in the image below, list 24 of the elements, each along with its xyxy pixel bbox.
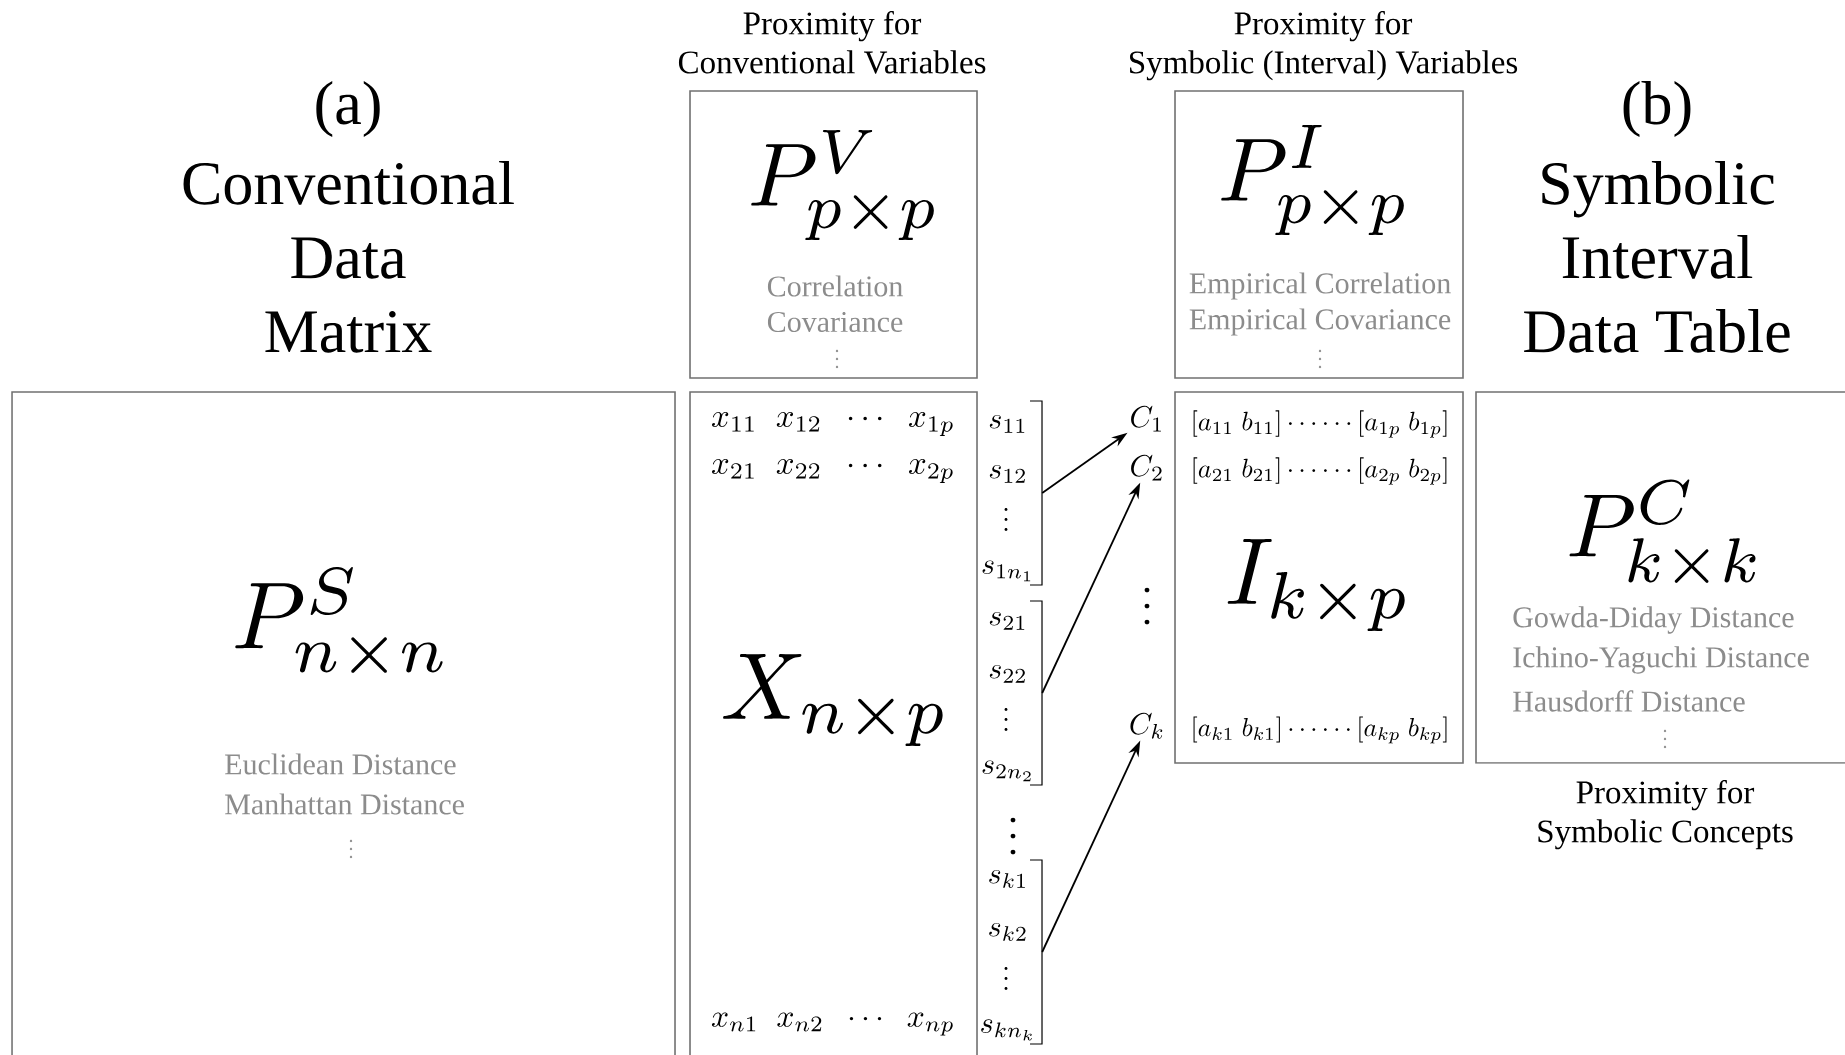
cluster-label: $C_{1}$	[1131, 405, 1161, 432]
bracket-group: $s_{k1}$ $s_{k2}$ $\vdots$ $s_{kn_{k}}$	[981, 859, 1043, 1045]
panel-label: (a)	[316, 80, 380, 138]
node-label: Gowda-Diday Distance	[1513, 606, 1794, 634]
heading: Proximity for Symbolic Concepts	[1538, 780, 1793, 850]
node-label: $P^{C}_{k\times k}$	[1569, 479, 1756, 583]
node-label: $\vdots$	[1663, 729, 1667, 749]
matrix-box: $P^{C}_{k\times k}$ Gowda-Diday Distance Ichino-Yaguchi Distance Hausdorff Distance $\vdots$	[1475, 391, 1845, 764]
ellipsis: $\vdots$	[1144, 587, 1150, 625]
matrix-box: $[a_{11}\;b_{11}]\cdots\cdots[a_{1p}\;b_{1p}]$ $[a_{21}\;b_{21}]\cdots\cdots[a_{2p}\;b_{2p}]$ $I_{k\times p}$ $[a_{k1}\;b_{k1}]\cdots\cdots[a_{kp}\;b_{kp}]$	[1174, 391, 1464, 764]
title-text: Symbolic Interval Data Table	[1524, 161, 1790, 353]
node-label: Hausdorff Distance	[1513, 690, 1745, 712]
bracket-group: $s_{21}$ $s_{22}$ $\vdots$ $s_{2n_{2}}$	[982, 600, 1043, 786]
title-text: Conventional Data Matrix	[183, 161, 514, 353]
cluster-label: $C_{k}$	[1130, 712, 1163, 739]
heading: Proximity for Symbolic (Interval) Variables	[1130, 11, 1518, 81]
panel-label: (b)	[1623, 80, 1691, 138]
matrix-box: $x_{11}\;\;x_{12}\;\;\cdots\;\;x_{1p}$ $x_{21}\;\;x_{22}\;\;\cdots\;\;x_{2p}$ $X_{n\times p}$ $x_{n1}\;\;x_{n2}\;\;\cdots\;\;x_{np}$	[689, 391, 978, 1055]
matrix-box: $P^{S}_{n\times n}$ Euclidean Distance Manhattan Distance $\vdots$	[11, 391, 676, 1055]
heading: Proximity for Conventional Variables	[678, 11, 986, 74]
cluster-label: $C_{2}$	[1131, 454, 1162, 481]
matrix-box: $P^{I}_{p\times p}$ Empirical Correlation Empirical Covariance $\vdots$	[1174, 90, 1464, 379]
node-label: Ichino-Yaguchi Distance	[1513, 646, 1809, 674]
matrix-box: $P^{V}_{p\times p}$ Correlation Covariance $\vdots$	[689, 90, 978, 379]
